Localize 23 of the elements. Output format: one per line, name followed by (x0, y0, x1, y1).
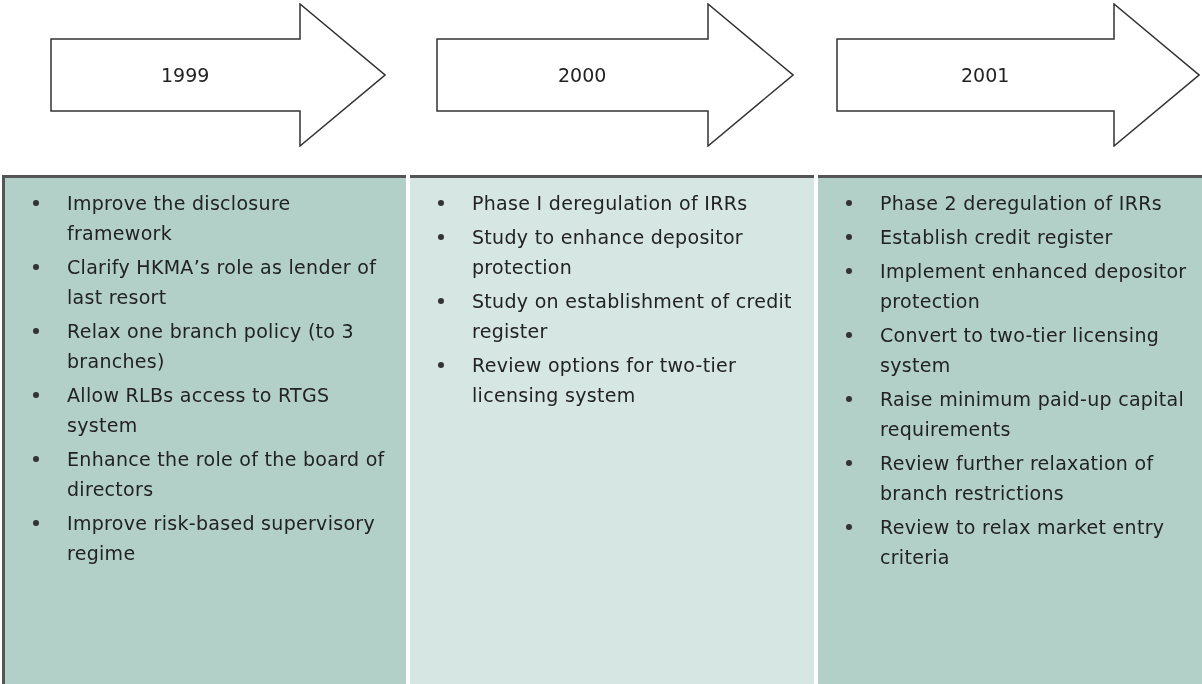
bullet-text: Phase 2 deregulation of IRRs (880, 192, 1162, 214)
column-panel (818, 175, 1202, 684)
column-panel (410, 175, 814, 684)
bullet-text: Phase I deregulation of IRRs (472, 192, 748, 214)
bullet-text: Study on establishment of credit register (472, 290, 792, 342)
bullet-text: Study to enhance depositor protection (472, 226, 743, 278)
year-label: 2001 (961, 63, 1010, 87)
bullet-text: Establish credit register (880, 226, 1113, 248)
column-panel (2, 175, 406, 684)
bullet-text: Improve risk-based supervisory regime (67, 512, 375, 564)
bullet-text: Improve the disclosure framework (67, 192, 291, 244)
year-label: 2000 (558, 63, 607, 87)
bullet-text: Implement enhanced depositor protection (880, 260, 1187, 312)
bullet-text: Review to relax market entry criteria (880, 516, 1165, 568)
bullet-text: Review options for two-tier licensing system (472, 354, 737, 406)
bullet-text: Relax one branch policy (to 3 branches) (67, 320, 354, 372)
year-label: 1999 (161, 63, 210, 87)
bullet-text: Clarify HKMA’s role as lender of last resort (67, 256, 377, 308)
bullet-text: Convert to two-tier licensing system (880, 324, 1160, 376)
bullet-text: Allow RLBs access to RTGS system (67, 384, 330, 436)
bullet-text: Enhance the role of the board of directors (67, 448, 385, 500)
bullet-text: Raise minimum paid-up capital requirements (880, 388, 1185, 440)
bullet-text: Review further relaxation of branch restrictions (880, 452, 1154, 504)
